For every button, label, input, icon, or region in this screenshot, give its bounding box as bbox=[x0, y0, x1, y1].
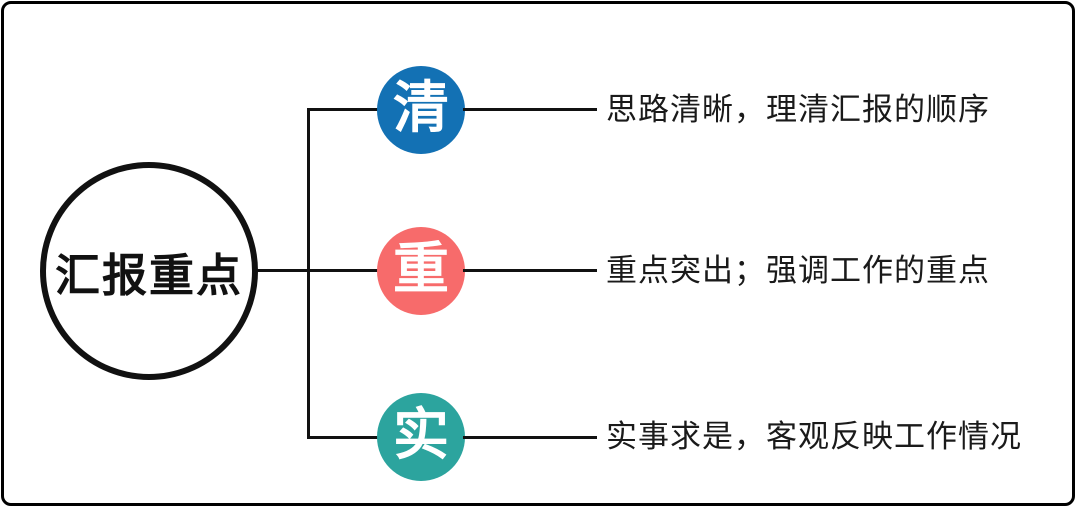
branch-text-1: 思路清晰，理清汇报的顺序 bbox=[606, 92, 990, 127]
connector-spine bbox=[307, 109, 310, 439]
branch-node-1: 清 bbox=[377, 66, 465, 154]
connector-spine-to-node-1 bbox=[307, 108, 381, 111]
connector-node-2-to-text bbox=[463, 269, 597, 272]
root-label: 汇报重点 bbox=[54, 249, 243, 301]
branch-text-3: 实事求是，客观反映工作情况 bbox=[606, 419, 1022, 454]
connector-node-3-to-text bbox=[463, 436, 597, 439]
connector-node-1-to-text bbox=[463, 108, 597, 111]
branch-node-2-char: 重 bbox=[393, 237, 449, 300]
connector-spine-to-node-2 bbox=[307, 269, 381, 272]
branch-node-3: 实 bbox=[377, 393, 465, 481]
branch-node-3-char: 实 bbox=[393, 403, 449, 466]
branch-text-2: 重点突出；强调工作的重点 bbox=[606, 253, 990, 288]
branch-node-1-char: 清 bbox=[393, 76, 449, 139]
root-node: 汇报重点 bbox=[40, 162, 258, 380]
branch-node-2: 重 bbox=[377, 227, 465, 315]
connector-spine-to-node-3 bbox=[307, 436, 381, 439]
connector-root-to-spine bbox=[256, 269, 310, 272]
